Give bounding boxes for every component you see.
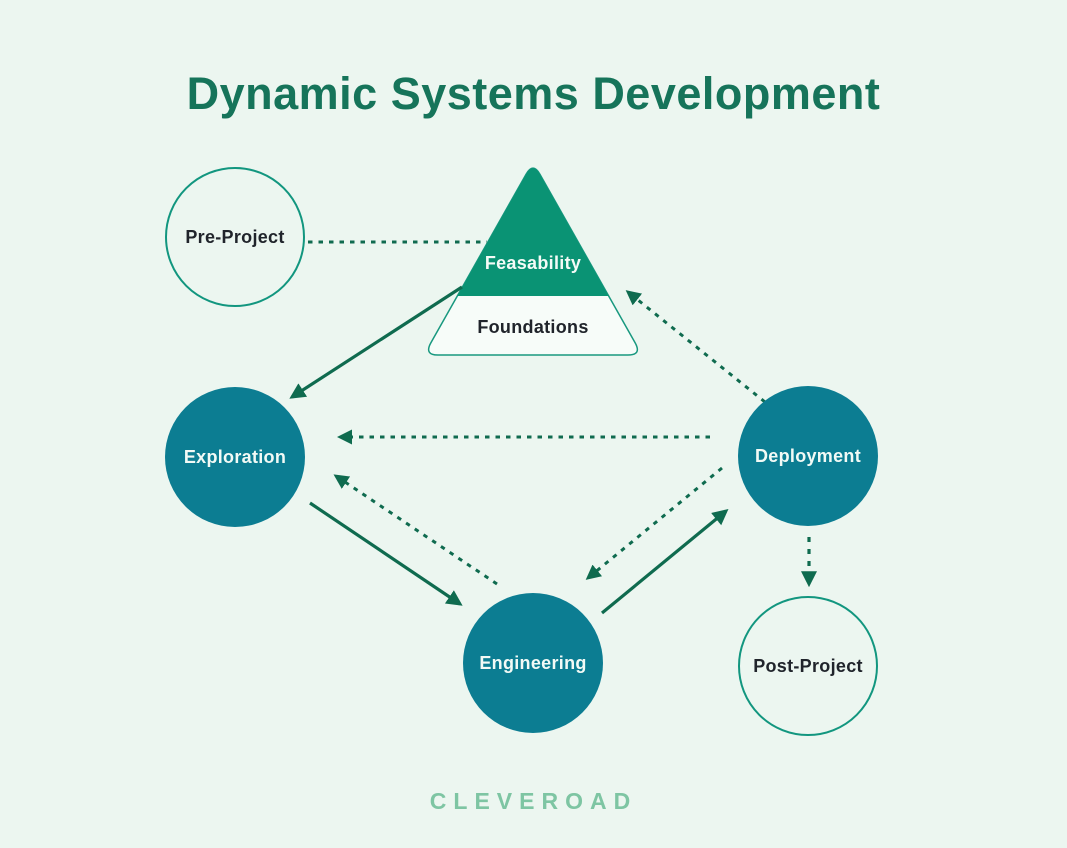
edge-feasibility-exploration [289, 285, 463, 399]
node-post-project: Post-Project [738, 596, 878, 736]
edge-engineering-exploration [333, 474, 498, 586]
edge-deployment-engineering [585, 466, 723, 580]
pyramid-bottom-label: Foundations [477, 317, 589, 337]
node-exploration: Exploration [165, 387, 305, 527]
edge-deployment-feasibility [625, 290, 766, 404]
pyramid-top-label: Feasability [484, 253, 582, 273]
brand-logo: CLEVEROAD [429, 788, 638, 814]
node-label: Deployment [754, 445, 862, 466]
node-engineering: Engineering [463, 593, 603, 733]
node-pre-project: Pre-Project [165, 167, 305, 307]
pyramid-top-fill [428, 168, 638, 296]
node-label: Exploration [183, 446, 287, 467]
node-label: Engineering [479, 652, 587, 673]
edge-engineering-deployment [600, 508, 729, 615]
node-deployment: Deployment [738, 386, 878, 526]
edge-exploration-engineering [309, 501, 463, 606]
node-label: Post-Project [753, 655, 863, 676]
node-label: Pre-Project [185, 226, 285, 247]
diagram-title: Dynamic Systems Development [186, 68, 881, 119]
